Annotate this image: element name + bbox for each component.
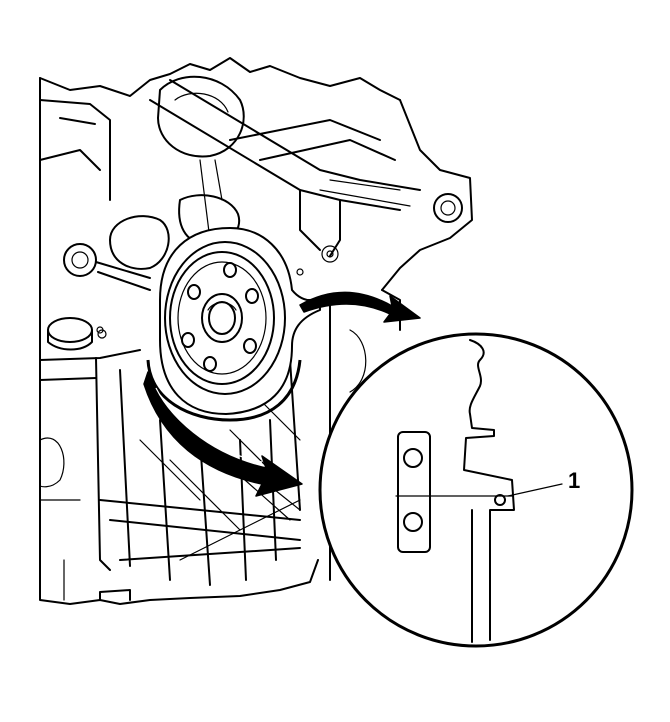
- flange-center-hub: [201, 293, 243, 343]
- callout-leader: [507, 483, 563, 497]
- timing-hole: [494, 494, 506, 506]
- plate-hole-upper: [403, 448, 423, 468]
- callout-label-1: 1: [568, 468, 580, 493]
- flange-bolt-hole: [243, 338, 257, 354]
- detail-view: 1: [318, 332, 634, 648]
- flange-bolt-hole: [203, 356, 217, 372]
- flange-bolt-hole: [187, 284, 201, 300]
- view-arrows: [143, 291, 421, 497]
- crankshaft-flange: [146, 227, 321, 422]
- lower-arrow: [143, 371, 303, 497]
- component-profile: [463, 339, 515, 641]
- plate-hole-lower: [403, 512, 423, 532]
- flange-bolt-hole: [181, 332, 195, 348]
- flange-bolt-hole: [245, 288, 259, 304]
- bolt-hole-upper-right: [433, 193, 463, 223]
- bolt-boss-left: [63, 243, 97, 277]
- flange-bolt-hole: [223, 262, 237, 278]
- detail-circle: [318, 332, 634, 648]
- upper-arrow: [299, 291, 421, 323]
- engine-block: [39, 57, 473, 605]
